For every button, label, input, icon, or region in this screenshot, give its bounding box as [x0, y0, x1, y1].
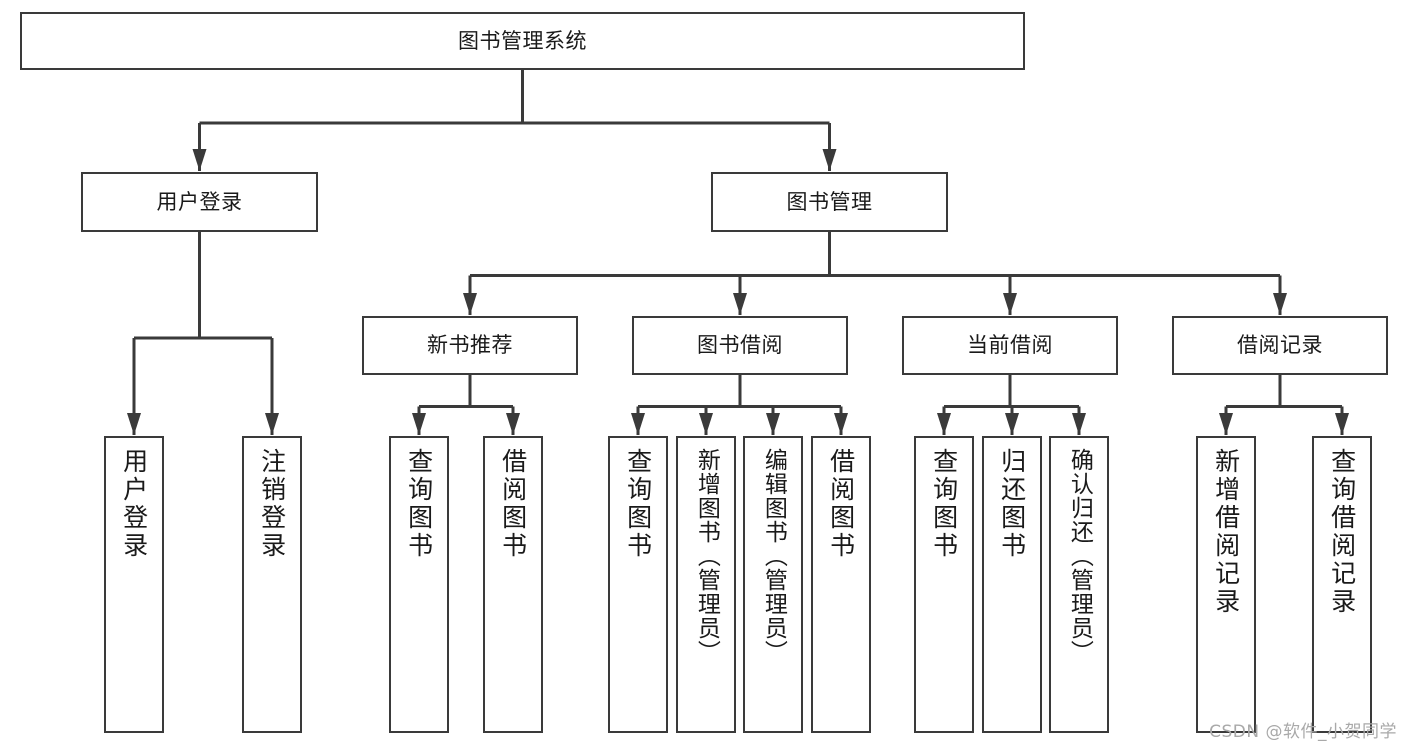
- node-label: 用户登录: [156, 189, 243, 214]
- node-leaf-user-logout[interactable]: 注销登录: [242, 436, 302, 733]
- node-label: 借阅图书: [498, 448, 528, 560]
- node-label: 查询图书: [623, 448, 653, 560]
- node-leaf-add-record[interactable]: 新增借阅记录: [1196, 436, 1256, 733]
- node-leaf-query-book-2[interactable]: 查询图书: [608, 436, 668, 733]
- node-new-book-rec[interactable]: 新书推荐: [362, 316, 578, 375]
- node-label: 新书推荐: [427, 333, 513, 358]
- node-leaf-return-book[interactable]: 归还图书: [982, 436, 1042, 733]
- node-label: 借阅记录: [1237, 333, 1323, 358]
- node-leaf-query-book-3[interactable]: 查询图书: [914, 436, 974, 733]
- node-root[interactable]: 图书管理系统: [20, 12, 1025, 70]
- node-label: 编辑图书（管理员）: [760, 448, 787, 664]
- node-leaf-confirm-return[interactable]: 确认归还（管理员）: [1049, 436, 1109, 733]
- node-label: 图书管理系统: [458, 28, 587, 53]
- node-current-borrow[interactable]: 当前借阅: [902, 316, 1118, 375]
- node-borrow-record[interactable]: 借阅记录: [1172, 316, 1388, 375]
- node-label: 查询借阅记录: [1327, 448, 1357, 616]
- node-leaf-add-book[interactable]: 新增图书（管理员）: [676, 436, 736, 733]
- node-leaf-query-book-1[interactable]: 查询图书: [389, 436, 449, 733]
- node-label: 当前借阅: [967, 333, 1053, 358]
- node-leaf-borrow-book-1[interactable]: 借阅图书: [483, 436, 543, 733]
- node-label: 查询图书: [404, 448, 434, 560]
- node-label: 查询图书: [929, 448, 959, 560]
- node-label: 新增借阅记录: [1211, 448, 1241, 616]
- node-label: 用户登录: [119, 448, 149, 560]
- node-book-borrow[interactable]: 图书借阅: [632, 316, 848, 375]
- node-label: 新增图书（管理员）: [693, 448, 720, 664]
- node-user-login[interactable]: 用户登录: [81, 172, 318, 232]
- node-label: 借阅图书: [826, 448, 856, 560]
- node-label: 图书借阅: [697, 333, 783, 358]
- node-leaf-borrow-book-2[interactable]: 借阅图书: [811, 436, 871, 733]
- node-label: 确认归还（管理员）: [1066, 448, 1093, 664]
- node-label: 注销登录: [257, 448, 287, 560]
- watermark: CSDN @软件_小贺同学: [1209, 722, 1397, 742]
- node-leaf-query-record[interactable]: 查询借阅记录: [1312, 436, 1372, 733]
- node-label: 图书管理: [786, 189, 873, 214]
- node-leaf-edit-book[interactable]: 编辑图书（管理员）: [743, 436, 803, 733]
- node-leaf-user-login[interactable]: 用户登录: [104, 436, 164, 733]
- node-book-manage[interactable]: 图书管理: [711, 172, 948, 232]
- node-label: 归还图书: [997, 448, 1027, 560]
